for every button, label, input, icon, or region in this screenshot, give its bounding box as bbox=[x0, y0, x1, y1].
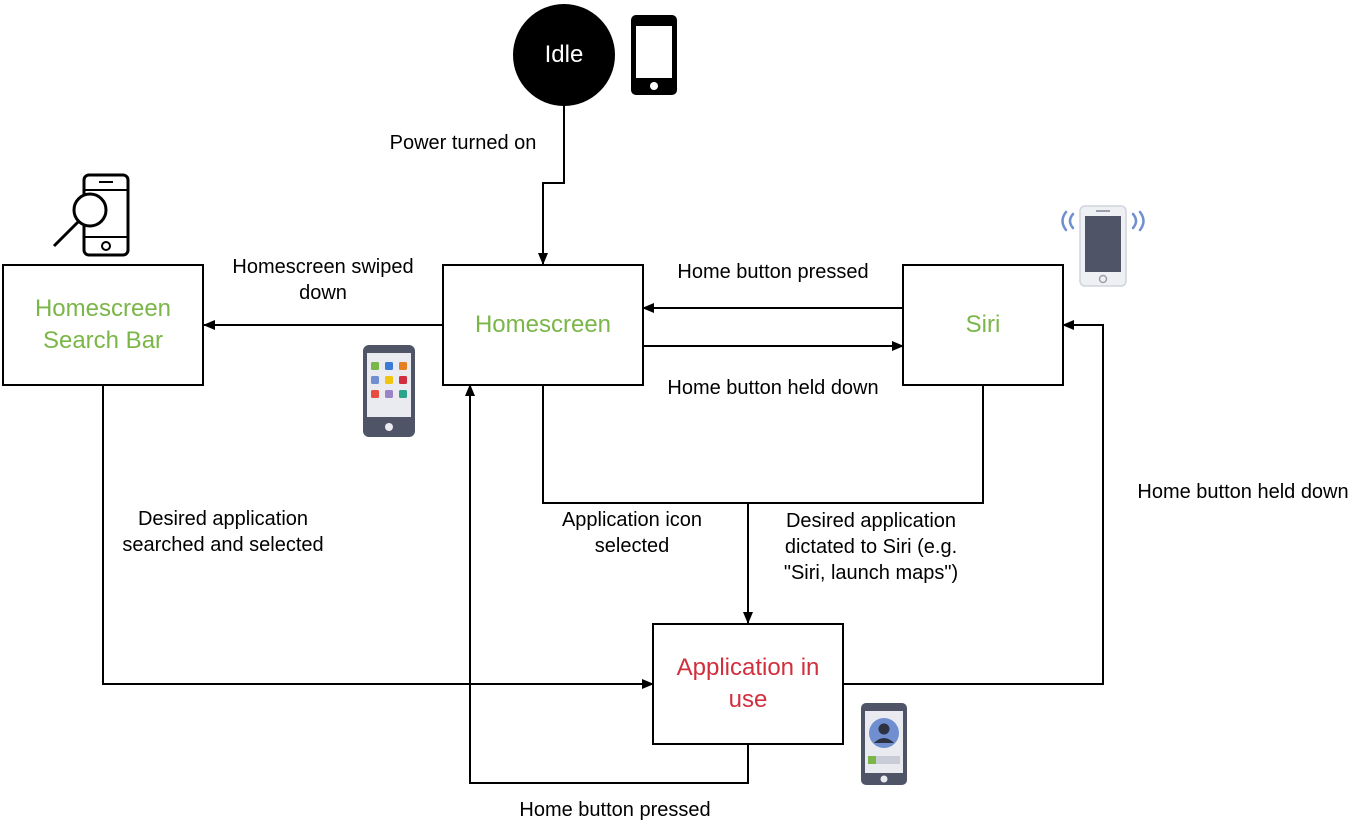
state-siri: Siri bbox=[902, 264, 1064, 386]
label-power-on: Power turned on bbox=[389, 132, 537, 154]
label-dictated-siri: Desired application dictated to Siri (e.… bbox=[783, 510, 959, 584]
phone-search-icon bbox=[52, 173, 130, 257]
label-searched-selected: Desired application searched and selecte… bbox=[122, 508, 324, 556]
state-app-in-use: Application in use bbox=[652, 623, 844, 745]
phone-icon bbox=[631, 15, 677, 95]
state-siri-label: Siri bbox=[965, 311, 1001, 338]
label-app-icon-selected: Application icon selected bbox=[561, 509, 703, 557]
state-idle-label: Idle bbox=[544, 41, 584, 68]
edge-app-homescreen bbox=[465, 384, 749, 784]
label-home-held-mid: Home button held down bbox=[667, 377, 879, 399]
state-homescreen-label: Homescreen bbox=[474, 311, 612, 338]
state-idle: Idle bbox=[513, 4, 615, 106]
edge-idle-homescreen bbox=[538, 106, 565, 265]
label-swiped-down: Homescreen swiped down bbox=[232, 256, 414, 304]
phone-contact-icon bbox=[861, 703, 907, 785]
edge-app-siri bbox=[843, 320, 1104, 685]
state-app-in-use-label: Application in use bbox=[676, 654, 820, 713]
state-search-bar: Homescreen Search Bar bbox=[2, 264, 204, 386]
edge-homescreen-siri-merge bbox=[542, 385, 984, 504]
phone-apps-icon bbox=[363, 345, 415, 437]
state-search-bar-label: Homescreen Search Bar bbox=[34, 295, 172, 354]
label-home-held-right: Home button held down bbox=[1137, 481, 1349, 503]
label-home-pressed-bottom: Home button pressed bbox=[519, 799, 711, 821]
state-homescreen: Homescreen bbox=[442, 264, 644, 386]
label-home-pressed-top: Home button pressed bbox=[677, 261, 869, 283]
phone-vibrating-icon bbox=[1061, 205, 1145, 287]
